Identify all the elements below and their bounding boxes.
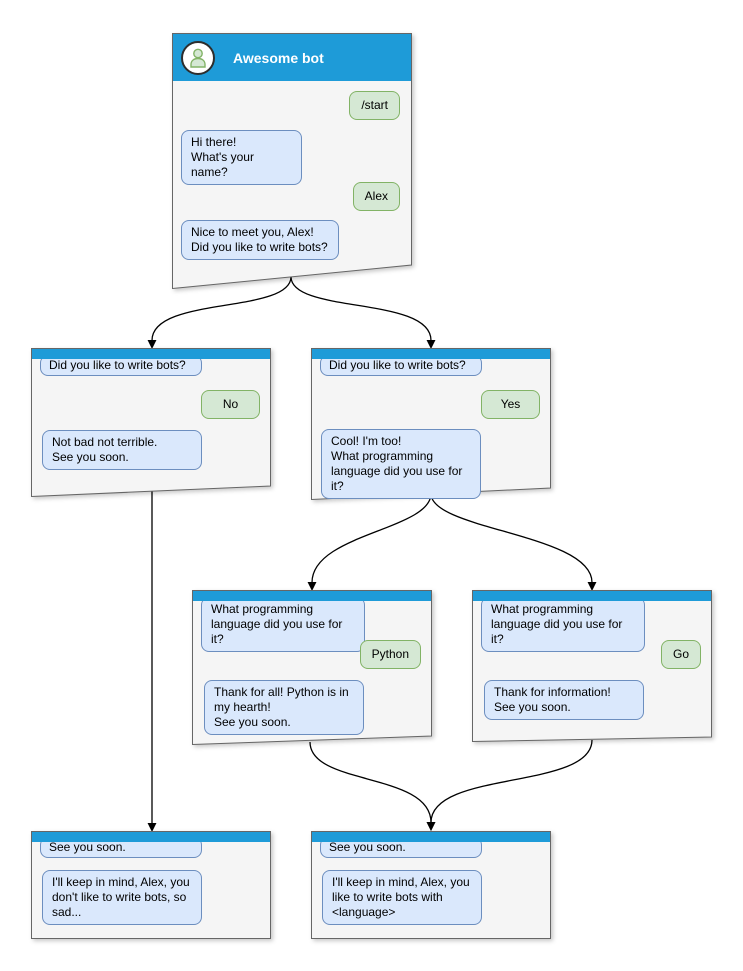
node-header-strip: [312, 349, 550, 359]
user-message-start: /start: [349, 91, 400, 120]
bot-message-nice-to-meet: Nice to meet you, Alex! Did you like to …: [181, 220, 339, 260]
node-header-strip: [473, 591, 711, 601]
bot-title: Awesome bot: [233, 49, 324, 66]
bot-question-bubble: Did you like to write bots?: [40, 355, 202, 376]
connector-root-to-yes: [290, 276, 436, 349]
node-header-strip: [32, 832, 270, 842]
connector-yes-to-go: [430, 493, 597, 591]
user-answer-no: No: [201, 390, 260, 419]
bot-avatar: [181, 40, 215, 75]
bot-reply-bubble: Thank for all! Python is in my hearth! S…: [204, 680, 364, 735]
chat-node-branch-go: What programming language did you use fo…: [472, 590, 712, 742]
user-message-name: Alex: [352, 182, 400, 211]
chat-node-branch-yes: Did you like to write bots? Yes Cool! I'…: [311, 348, 551, 500]
connector-root-to-no: [147, 276, 292, 349]
user-avatar-icon: [190, 48, 206, 68]
user-answer-python: Python: [359, 640, 421, 669]
node-header-strip: [32, 349, 270, 359]
bot-question-bubble: See you soon.: [320, 837, 482, 858]
user-answer-go: Go: [660, 640, 701, 669]
connector-python-to-final: [309, 741, 436, 831]
chat-node-final-yes: See you soon. I'll keep in mind, Alex, y…: [311, 831, 551, 939]
bot-message-greeting: Hi there! What's your name?: [181, 130, 302, 185]
bot-reply-bubble: Thank for information! See you soon.: [484, 680, 644, 720]
user-answer-yes: Yes: [481, 390, 540, 419]
bot-reply-bubble: I'll keep in mind, Alex, you like to wri…: [322, 870, 482, 925]
chat-window-root: Awesome bot /start Hi there! What's your…: [172, 33, 412, 289]
bot-reply-bubble: I'll keep in mind, Alex, you don't like …: [42, 870, 202, 925]
bot-question-bubble: Did you like to write bots?: [320, 355, 482, 376]
chat-header: Awesome bot: [173, 34, 411, 81]
bot-reply-bubble: Cool! I'm too! What programming language…: [321, 429, 481, 499]
bot-question-bubble: What programming language did you use fo…: [481, 597, 645, 652]
chat-node-branch-no: Did you like to write bots? No Not bad n…: [31, 348, 271, 497]
bot-question-bubble: What programming language did you use fo…: [201, 597, 365, 652]
connector-go-to-final: [426, 739, 593, 831]
node-header-strip: [312, 832, 550, 842]
node-header-strip: [193, 591, 431, 601]
chat-node-branch-python: What programming language did you use fo…: [192, 590, 432, 745]
chat-node-final-no: See you soon. I'll keep in mind, Alex, y…: [31, 831, 271, 939]
connector-yes-to-python: [307, 493, 432, 591]
bot-reply-bubble: Not bad not terrible. See you soon.: [42, 430, 202, 470]
